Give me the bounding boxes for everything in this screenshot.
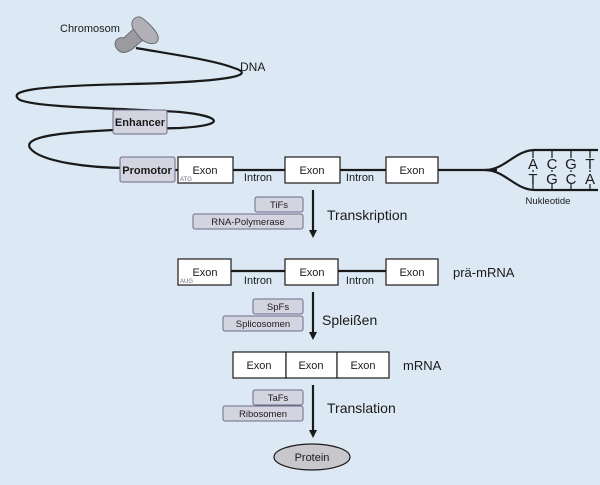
mrna-label: mRNA xyxy=(403,358,442,373)
aug-label: AUG xyxy=(180,279,193,285)
nucleotide-bottom-1: T xyxy=(528,171,537,188)
nucleotide-top-4: T xyxy=(585,156,594,173)
nucleotide-label: Nukleotide xyxy=(526,196,571,207)
pre-mrna-exon-2-label: Exon xyxy=(299,267,324,279)
dna-exon-3 xyxy=(385,156,439,184)
dna-strand-fork-top xyxy=(484,148,598,172)
dna-exon-1-label: Exon xyxy=(192,165,217,177)
nucleotide-bottom-4: A xyxy=(585,171,595,188)
dna-label: DNA xyxy=(240,60,265,74)
translation-label: Translation xyxy=(327,400,396,416)
chromosome-icon xyxy=(114,16,159,53)
atg-label: ATG xyxy=(180,177,192,183)
chromosome-label: Chromosom xyxy=(60,23,120,35)
mrna-exon-3-label: Exon xyxy=(350,360,375,372)
mrna-exon-1-label: Exon xyxy=(246,360,271,372)
nucleotide-top-3: G xyxy=(565,156,577,173)
pre-mrna-exon-1 xyxy=(177,258,232,286)
dna-exon-2-label: Exon xyxy=(299,165,324,177)
rna-polymerase-label: RNA-Polymerase xyxy=(211,217,284,228)
pre-mrna-exon-3-label: Exon xyxy=(399,267,424,279)
splicosomen-box xyxy=(222,315,304,332)
transcription-label: Transkription xyxy=(327,207,407,223)
tafs-label: TaFs xyxy=(268,393,289,404)
pre-mrna-label: prä-mRNA xyxy=(453,265,515,280)
dna-exon-2 xyxy=(284,156,341,184)
enhancer-box xyxy=(112,109,168,135)
protein-label: Protein xyxy=(295,452,330,464)
dna-exon-3-label: Exon xyxy=(399,165,424,177)
ribosomen-label: Ribosomen xyxy=(239,409,287,420)
pre-mrna-intron-1-label: Intron xyxy=(244,275,272,287)
nucleotide-bottom-2: G xyxy=(546,171,558,188)
tifs-label: TiFs xyxy=(270,200,288,211)
promotor-box xyxy=(119,156,176,183)
ribosomen-box xyxy=(222,405,304,422)
pre-mrna-exon-2 xyxy=(284,258,339,286)
nucleotide-top-1: A xyxy=(528,156,538,173)
mrna-exon-2 xyxy=(285,351,338,379)
splicing-label: Spleißen xyxy=(322,312,377,328)
nucleotide-ladder xyxy=(527,150,596,190)
dna-exon-1 xyxy=(177,156,234,184)
enhancer-label: Enhancer xyxy=(115,117,166,129)
spfs-box xyxy=(252,298,304,315)
mrna-exon-1 xyxy=(232,351,287,379)
pre-mrna-exon-3 xyxy=(385,258,439,286)
mrna-exon-3 xyxy=(336,351,390,379)
dna-intron-1-label: Intron xyxy=(244,172,272,184)
dna-coil xyxy=(15,46,243,170)
nucleotide-top-2: C xyxy=(547,156,558,173)
pre-mrna-exon-1-label: Exon xyxy=(192,267,217,279)
nucleotide-bottom-3: C xyxy=(566,171,577,188)
protein-ellipse xyxy=(273,443,351,471)
promotor-label: Promotor xyxy=(122,165,172,177)
spfs-label: SpFs xyxy=(267,302,289,313)
tifs-box xyxy=(254,196,304,213)
splicosomen-label: Splicosomen xyxy=(236,319,290,330)
pre-mrna-intron-2-label: Intron xyxy=(346,275,374,287)
tafs-box xyxy=(252,389,304,406)
dna-strand-fork-bottom xyxy=(484,168,598,192)
rna-polymerase-box xyxy=(192,213,304,230)
mrna-exon-2-label: Exon xyxy=(298,360,323,372)
dna-intron-2-label: Intron xyxy=(346,172,374,184)
